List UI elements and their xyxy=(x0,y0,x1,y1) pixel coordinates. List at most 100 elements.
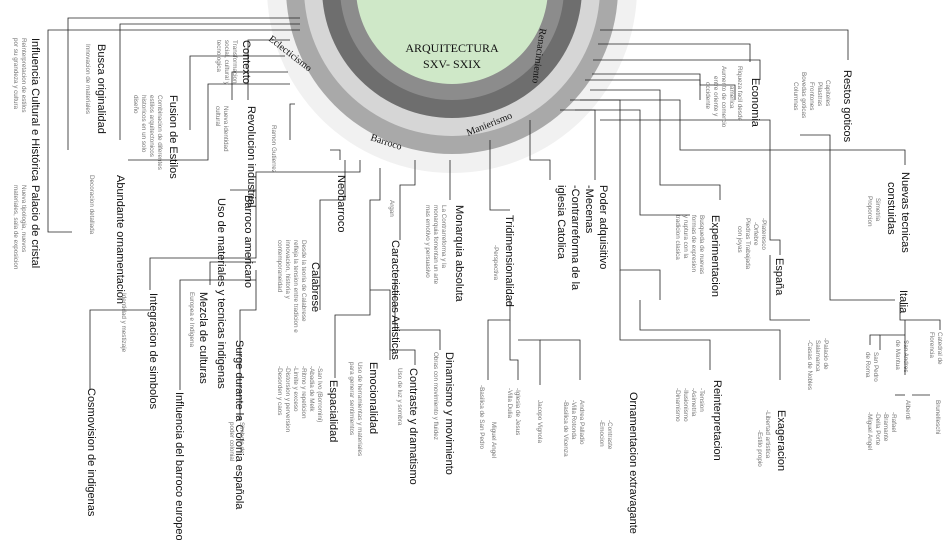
connector xyxy=(289,103,295,140)
node-influencia-sub-1: por su grandeza y cultura xyxy=(12,38,19,110)
connector xyxy=(189,55,285,130)
node-contexto-title: Contexto xyxy=(240,40,252,84)
connector xyxy=(590,89,721,200)
connector xyxy=(89,309,150,390)
node-contexto-sub-1: social, cultural y xyxy=(223,40,230,86)
connector xyxy=(487,300,511,380)
node-economia-title: Economia xyxy=(749,78,761,128)
node-emocionalidad-sub-0: Uso de herramientas y materiales xyxy=(356,362,363,456)
node-espana-title: España xyxy=(773,258,785,296)
connector xyxy=(47,29,300,233)
node-uso-materiales: Uso de materiales y tecnicas indigenas xyxy=(215,198,227,389)
node-san-andres-0: San Andres xyxy=(902,340,909,373)
node-espacialidad-title: Espacialidad xyxy=(327,380,339,442)
node-abundante-title: Abundante ornamentacion xyxy=(114,175,126,304)
node-poder-line2: -Mecenas xyxy=(583,185,595,234)
connector xyxy=(239,270,257,340)
connector xyxy=(370,289,391,360)
connector xyxy=(529,120,551,180)
node-revolucion-title: Revolucion industrial xyxy=(245,106,257,208)
node-rafael-3: -Miguel Angel xyxy=(866,412,873,450)
node-restos-sub-3: Bovedas goticas xyxy=(800,72,807,118)
node-busca-title: Busca originalidad xyxy=(95,44,107,134)
node-brunelleschi: Brunelleschi xyxy=(934,400,941,434)
node-emocionalidad-title: Emocionalidad xyxy=(367,362,379,434)
node-tridimensionalidad-sub-0: -Perspectiva xyxy=(492,245,499,280)
connector xyxy=(67,17,300,150)
node-tridimensionalidad-title: Tridimensionalidad xyxy=(503,215,515,307)
node-surge: Surge durante la Colonia española xyxy=(233,340,245,510)
connector xyxy=(600,29,849,60)
node-exageracion-sub-1: -Estilo propio xyxy=(756,430,763,467)
node-fusion-title: Fusion de Estilos xyxy=(167,95,179,179)
node-exageracion-title: Exageracion xyxy=(775,410,787,471)
node-influencia-barroco: Influencia del barroco europeo xyxy=(173,392,185,540)
node-nuevas-sub-1: Proporcion xyxy=(866,196,873,227)
node-jacopo: Jacopo Vignola xyxy=(536,400,543,443)
node-restos-sub-4: Columnas xyxy=(792,82,799,110)
connector xyxy=(800,134,895,301)
connector xyxy=(230,160,361,191)
node-restos-title: Restos goticos xyxy=(841,70,853,143)
node-contexto-sub-0: Transformacion xyxy=(231,40,238,84)
node-calabrese-sub-2: innovacion, historia y xyxy=(284,240,291,300)
node-palacio-title: Palacio de cristal xyxy=(29,185,41,268)
node-rafael-1: -Bramante xyxy=(882,412,889,442)
node-alberdi: Alberdi xyxy=(904,400,911,420)
node-fusion-sub-3: diseño xyxy=(132,95,139,114)
connector xyxy=(369,168,381,275)
center-title-line2: SXV- SXIX xyxy=(423,57,481,71)
node-nuevas-sub-0: Simetria xyxy=(874,198,881,222)
node-miguel-angel: Miguel Angel xyxy=(490,422,497,458)
node-caracteristicas: Caracteristicas Artisticas xyxy=(389,240,401,360)
connector xyxy=(540,339,581,380)
center-circle xyxy=(356,0,548,84)
connector xyxy=(509,320,519,380)
node-palacio-sub-1: materiales, sala de exposicion xyxy=(12,185,19,270)
node-mezcla-title: Mezcla de culturas xyxy=(197,292,209,384)
node-espana-sub-0: -Plateresco xyxy=(760,218,767,250)
node-restos-sub-2: Frontones xyxy=(808,82,815,110)
node-calabrese-sub-0: Desde la teoria de Calabrese xyxy=(300,240,307,322)
node-restos-sub-0: Capiteles xyxy=(824,80,831,106)
node-monarquia-sub-0: La Contrarreforma y la xyxy=(440,205,447,268)
connector xyxy=(179,279,256,390)
node-espacialidad-sub-5: -Desorden y caos xyxy=(276,366,283,415)
node-calabrese-sub-1: refleja la tension entre tradicion e xyxy=(292,240,299,333)
node-experimentacion-sub-2: y ruptura con la xyxy=(682,215,689,259)
node-simbolo-sub-1: poder colonial xyxy=(228,422,235,461)
node-palacio-salamanca-0: -Palacio de xyxy=(822,338,829,370)
node-poder-line3: -Contrarreforma de la xyxy=(569,185,581,291)
node-monarquia-sub-2: mas emotivo y persuasivo xyxy=(424,205,431,278)
connector xyxy=(489,140,510,211)
node-espacialidad-sub-4: -Distorsion y perversion xyxy=(284,366,291,433)
node-revolucion-sub-1: cultural xyxy=(214,106,221,126)
node-rafael-0: -Rafael xyxy=(890,412,897,432)
connector xyxy=(394,280,441,350)
node-espacialidad-sub-1: -Abadia de Melk xyxy=(308,366,315,412)
node-reinterpretacion-sub-0: -Tension xyxy=(698,388,705,412)
node-cosmovision: Cosmovision de indigenas xyxy=(85,388,97,517)
node-monarquia-title: Monarquia absoluta xyxy=(453,205,465,303)
node-nuevas-line2: constuidas xyxy=(885,182,897,235)
node-palacio-salamanca-1: Salamanca xyxy=(814,340,821,372)
node-economia-sub-4: occidente xyxy=(704,82,711,109)
node-andrea-0: Andrea Palladio xyxy=(578,400,585,445)
node-rafael-2: -Della Porte xyxy=(874,412,881,446)
node-mezcla-sub-0: Europea e Indigena xyxy=(188,292,195,347)
node-andrea-2: -Basilica de Vicenza xyxy=(562,400,569,457)
node-influencia-title: Influencia Cultural e Histórica xyxy=(29,38,41,182)
node-espacialidad-sub-3: -Limite y exceso xyxy=(292,366,299,412)
node-poder-line4: iglesia Catolica xyxy=(555,185,567,260)
connector xyxy=(869,334,880,345)
node-influencia-sub-0: Reinterpretacion de estilos xyxy=(20,38,27,113)
node-calabrese-title: Calabrese xyxy=(309,262,321,312)
node-poder-line1: Poder adquisitivo xyxy=(597,185,609,269)
connector xyxy=(518,339,541,385)
connector xyxy=(899,302,941,330)
node-argan: Argan xyxy=(388,200,395,217)
node-experimentacion-sub-0: Busqueda de nuevas xyxy=(698,215,705,274)
node-economia-sub-3: entre oriente y xyxy=(712,76,719,117)
node-iglesia-jesus-0: -Iglesia de Jesus xyxy=(514,388,521,435)
